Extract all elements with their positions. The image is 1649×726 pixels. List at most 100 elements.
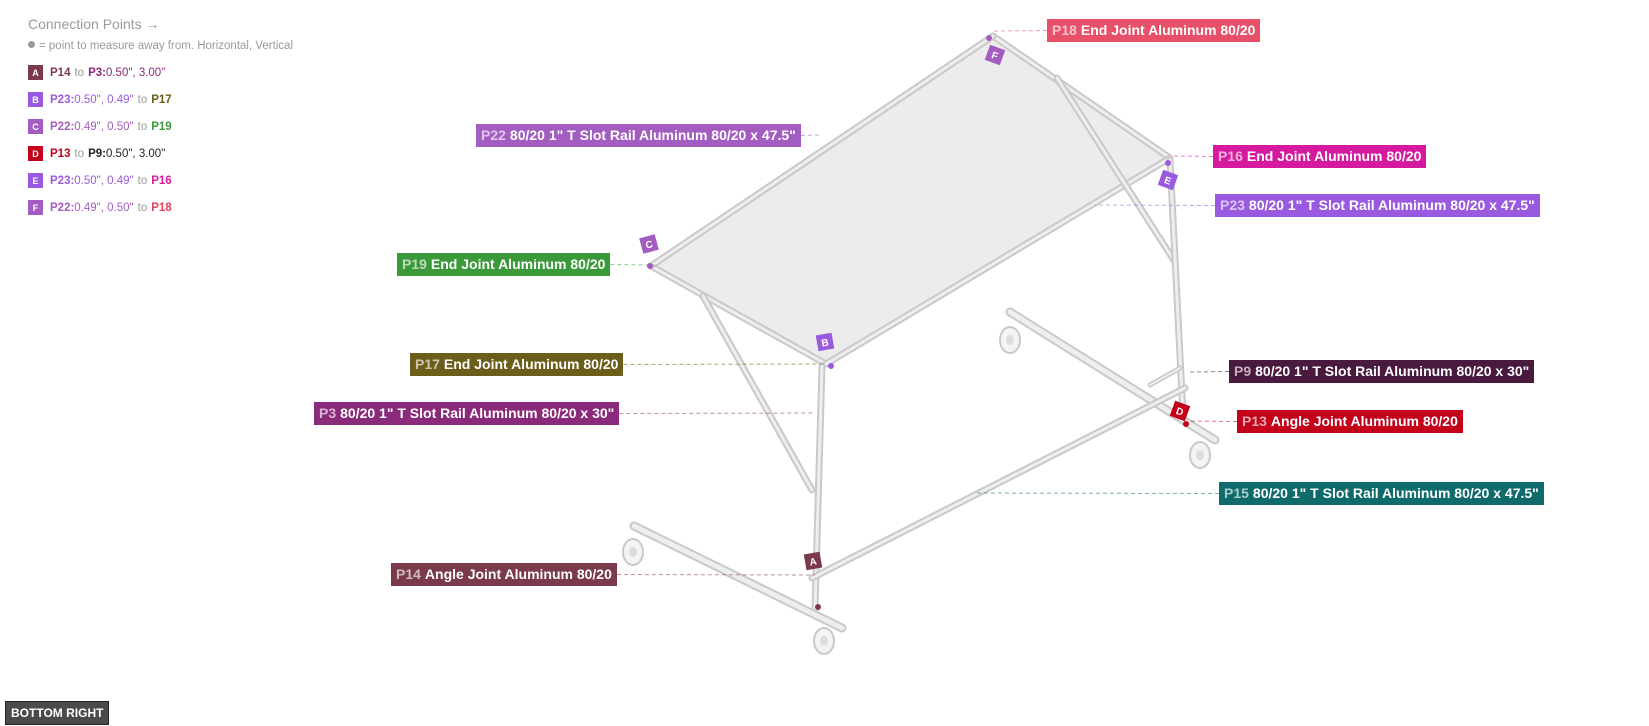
caster-front-right-hub	[820, 636, 828, 646]
connection-text: 0.50", 3.00"	[105, 147, 166, 160]
connection-marker-c: C	[639, 234, 659, 254]
caster-front-left-hub	[629, 547, 637, 557]
connection-text: P19	[151, 120, 172, 133]
marker-badge	[984, 44, 1006, 66]
leg-front-highlight	[813, 364, 824, 612]
connection-text: P3:	[88, 66, 106, 79]
angle-joint-back-highlight	[1149, 367, 1181, 386]
part-id: P9	[1234, 363, 1252, 379]
connection-text: to	[137, 174, 148, 187]
part-id: P16	[1218, 148, 1243, 164]
marker-letter: A	[809, 556, 818, 568]
connection-text: to	[137, 201, 148, 214]
connection-text: P23:	[50, 174, 75, 187]
part-label: 80/20 1" T Slot Rail Aluminum 80/20 x 47…	[1248, 197, 1535, 213]
leg-back-highlight	[1168, 158, 1185, 417]
marker-badge	[803, 551, 823, 571]
measure-point-dot	[986, 35, 992, 41]
connection-text: to	[74, 147, 85, 160]
marker-badge	[1169, 400, 1191, 422]
connection-text: P16	[151, 174, 172, 187]
foot-front-highlight	[631, 523, 845, 631]
leader-line-p3	[619, 412, 816, 414]
caster-back-right-hub	[1196, 450, 1204, 460]
part-id: P18	[1052, 22, 1077, 38]
measure-point-dot	[1183, 421, 1189, 427]
top-rail-left-highlight	[649, 34, 995, 268]
connection-text: 0.49", 0.50"	[74, 120, 134, 133]
connection-text: P17	[151, 93, 172, 106]
part-label: 80/20 1" T Slot Rail Aluminum 80/20 x 47…	[1252, 485, 1539, 501]
bottom-rail-highlight	[810, 386, 1187, 580]
part-label: End Joint Aluminum 80/20	[443, 356, 619, 372]
frame-drawing	[622, 32, 1220, 655]
top-rail-right-highlight	[824, 156, 1172, 366]
connection-text: P13	[50, 147, 71, 160]
part-label: 80/20 1" T Slot Rail Aluminum 80/20 x 47…	[509, 127, 796, 143]
leader-line-p17	[623, 363, 827, 365]
marker-letter: E	[1162, 175, 1172, 188]
measure-point-dot	[1165, 160, 1171, 166]
part-id: P3	[319, 405, 337, 421]
top-rail-front-highlight	[649, 264, 828, 366]
part-id: P19	[402, 256, 427, 272]
part-label: End Joint Aluminum 80/20	[430, 256, 606, 272]
leader-line-p14	[616, 574, 816, 576]
connection-letter-badge: D	[28, 146, 43, 161]
caster-back-left-hub	[1006, 335, 1014, 345]
leader-line-p15	[974, 492, 1220, 494]
connection-text: 0.50", 0.49"	[74, 93, 134, 106]
dot-icon	[28, 41, 35, 48]
connection-text: 0.49", 0.50"	[74, 201, 134, 214]
connection-marker-b: B	[815, 332, 835, 352]
measure-point-dot	[828, 363, 834, 369]
leader-line-p9	[1189, 371, 1230, 373]
part-label: 80/20 1" T Slot Rail Aluminum 80/20 x 30…	[340, 405, 615, 421]
connection-letter-badge: A	[28, 65, 43, 80]
leader-line-p22	[800, 134, 821, 136]
part-id: P13	[1242, 413, 1267, 429]
legend-title: Connection Points →	[28, 16, 160, 32]
connection-text: 0.50", 0.49"	[74, 174, 134, 187]
table-top-panel	[651, 36, 1170, 364]
marker-badge	[815, 332, 835, 352]
connection-text: P22:	[50, 120, 75, 133]
marker-badge	[1157, 169, 1179, 191]
part-label: Angle Joint Aluminum 80/20	[424, 566, 612, 582]
measure-point-dot	[815, 604, 821, 610]
leader-line-p23	[1094, 204, 1216, 206]
connection-letter-badge: B	[28, 92, 43, 107]
connection-text: P9:	[88, 147, 106, 160]
connection-letter-badge: C	[28, 119, 43, 134]
view-label: BOTTOM RIGHT	[5, 701, 110, 725]
top-rail-back-highlight	[991, 34, 1172, 160]
connection-points-legend: Connection Points → = point to measure a…	[28, 16, 293, 226]
measure-point-dot	[647, 263, 653, 269]
connection-text: 0.50", 3.00"	[105, 66, 166, 79]
brace-front-highlight	[701, 294, 814, 492]
connection-text: P14	[50, 66, 71, 79]
marker-badge	[639, 234, 659, 254]
leader-lines	[610, 30, 1238, 576]
connection-letter-badge: E	[28, 173, 43, 188]
part-id: P23	[1220, 197, 1245, 213]
connection-text: P18	[151, 201, 172, 214]
part-label: End Joint Aluminum 80/20	[1246, 148, 1422, 164]
legend-note: = point to measure away from. Horizontal…	[28, 40, 293, 52]
marker-letter: C	[644, 239, 654, 251]
